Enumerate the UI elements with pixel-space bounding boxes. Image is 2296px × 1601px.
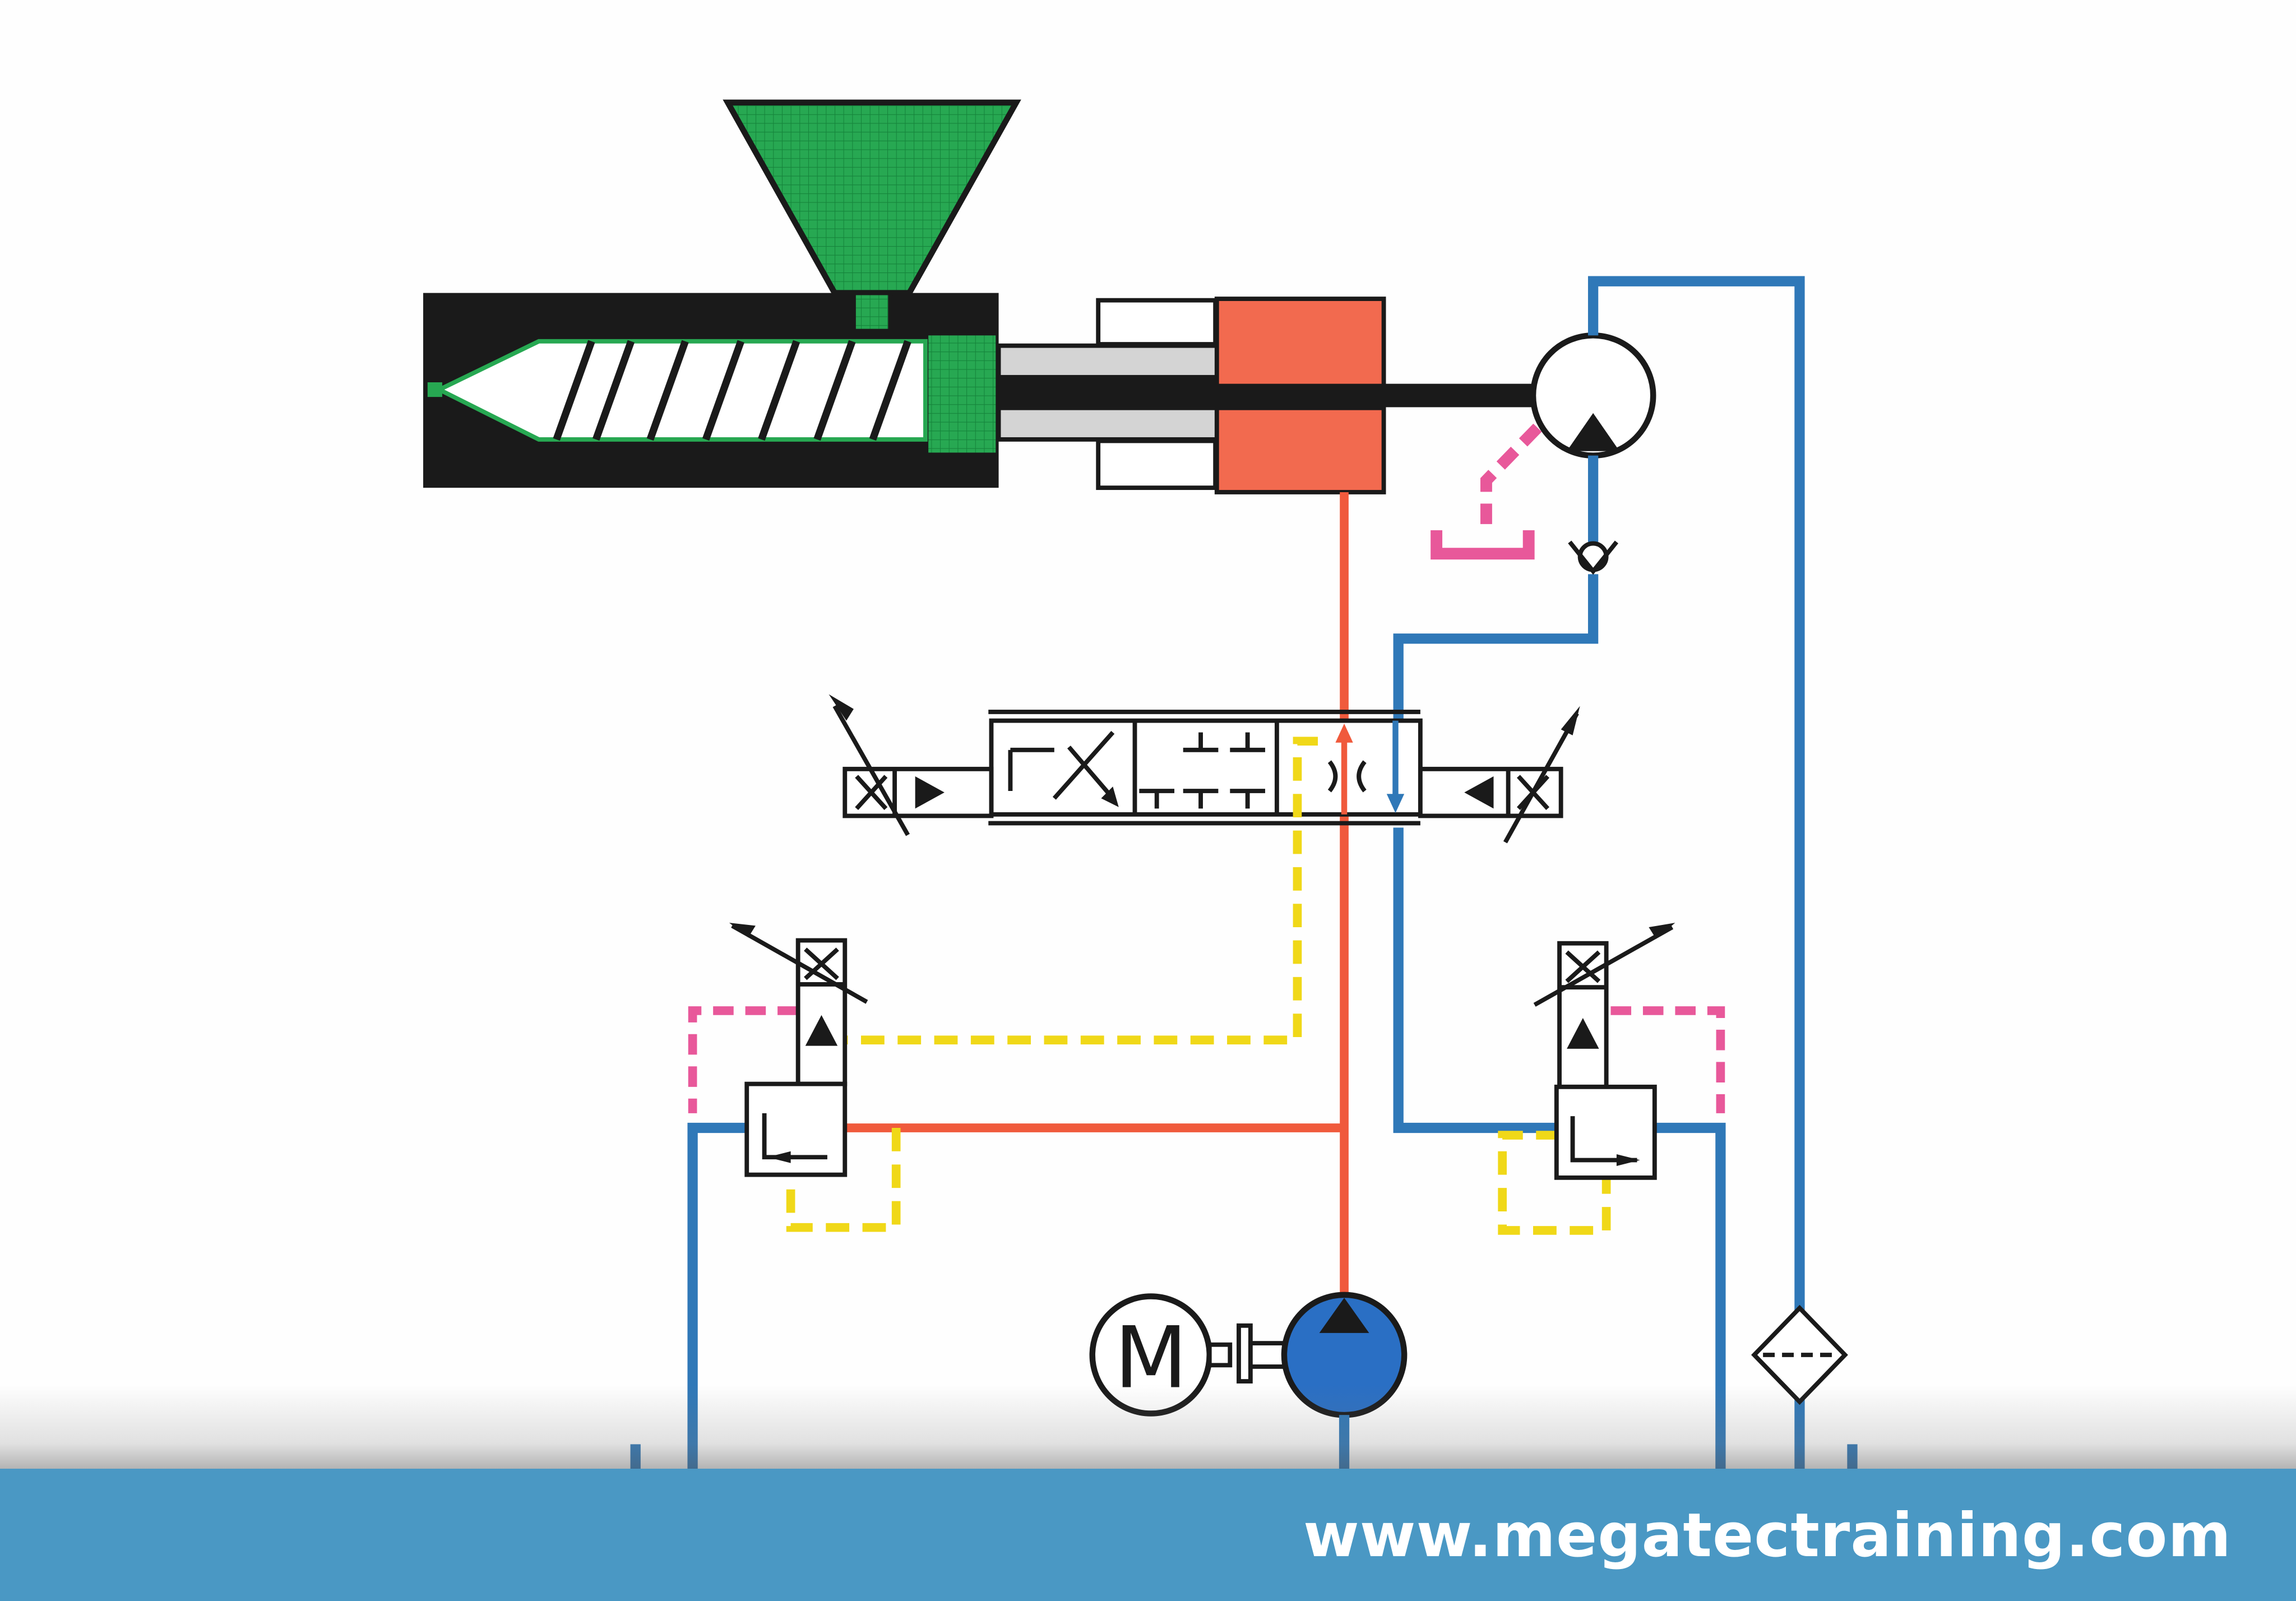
- hydraulic-motor: [1530, 332, 1656, 459]
- right-relief-valve: [1533, 923, 1675, 1180]
- screw: [427, 339, 928, 442]
- injection-cylinder: [996, 297, 1538, 494]
- left-relief-valve: [729, 923, 868, 1177]
- electric-motor: M: [1089, 1293, 1288, 1417]
- footer-url[interactable]: www.megatectraining.com: [1303, 1501, 2232, 1571]
- hopper: [723, 99, 1021, 334]
- filter: [1751, 1304, 1848, 1405]
- hydraulic-pump: [1281, 1292, 1408, 1477]
- valve-flow-arrows: [1335, 720, 1405, 815]
- injection-barrel: [423, 293, 999, 488]
- footer-bar: [0, 1469, 2296, 1601]
- footer-shadow: [0, 1385, 2296, 1469]
- motor-label: M: [1114, 1308, 1188, 1407]
- check-valve: [1568, 540, 1618, 575]
- relief-drain-lines: [688, 1006, 1725, 1113]
- pressure-lines: [845, 492, 1349, 1304]
- motor-drain-line: [1480, 423, 1542, 525]
- pilot-lines: [786, 737, 1611, 1235]
- directional-valve: [828, 694, 1580, 844]
- drain-tank-symbol: [1431, 530, 1535, 560]
